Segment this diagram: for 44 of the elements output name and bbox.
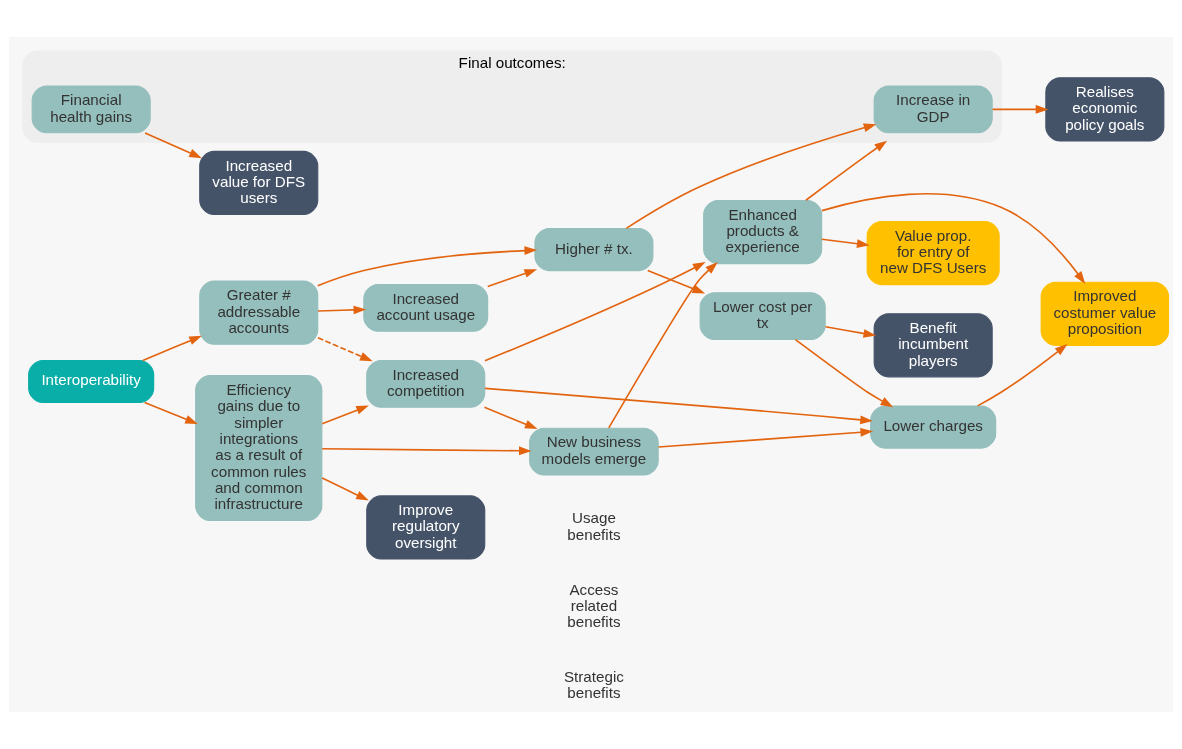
node-box: Benefit incumbent players [873, 313, 993, 378]
arrow [317, 305, 367, 315]
arrow [321, 405, 369, 425]
node-box: Efficiency gains due to simpler integrations as a result of common rules and common infrastructure [195, 375, 323, 522]
node-box: Increased competition [366, 359, 486, 408]
arrow [820, 238, 870, 249]
arrow [316, 246, 538, 287]
arrow [625, 123, 877, 230]
node-box: Interoperability [28, 359, 155, 404]
arrow [317, 336, 373, 362]
arrow [805, 140, 888, 202]
node-box: Increase in GDP [873, 85, 993, 134]
arrow [484, 387, 873, 425]
node-box: Higher # tx. [534, 227, 654, 272]
node-box: Lower charges [870, 405, 997, 449]
arrow [607, 261, 718, 429]
node-box: Increased account usage [363, 284, 489, 332]
arrow [794, 338, 894, 408]
node-box: Improved costumer value proposition [1040, 281, 1170, 346]
arrow [824, 326, 877, 338]
arrow [484, 262, 706, 362]
arrow [657, 427, 874, 448]
node-box: Improve regulatory oversight [366, 495, 486, 560]
node-box: Financial health gains [31, 85, 151, 134]
node-box: Value prop. for entry of new DFS Users [866, 220, 1000, 286]
node-box: Enhanced products & experience [703, 199, 823, 265]
node-box: New business models emerge [529, 427, 659, 476]
node-box: Realises economic policy goals [1045, 77, 1165, 142]
node-box: Increased value for DFS users [199, 150, 319, 216]
node-box: Lower cost per tx [699, 292, 826, 341]
arrow [486, 269, 538, 288]
arrow [143, 401, 198, 424]
arrow [976, 343, 1068, 407]
arrow [991, 105, 1049, 114]
arrow [321, 477, 369, 501]
arrow [646, 269, 706, 294]
label: Access related benefits [567, 580, 621, 631]
label: Strategic benefits [563, 668, 624, 702]
arrow [142, 335, 202, 362]
arrow [483, 406, 538, 430]
label: Usage benefits [567, 509, 621, 543]
arrow [321, 446, 532, 456]
node-box: Greater # addressable accounts [199, 280, 319, 345]
arrow [144, 132, 202, 159]
